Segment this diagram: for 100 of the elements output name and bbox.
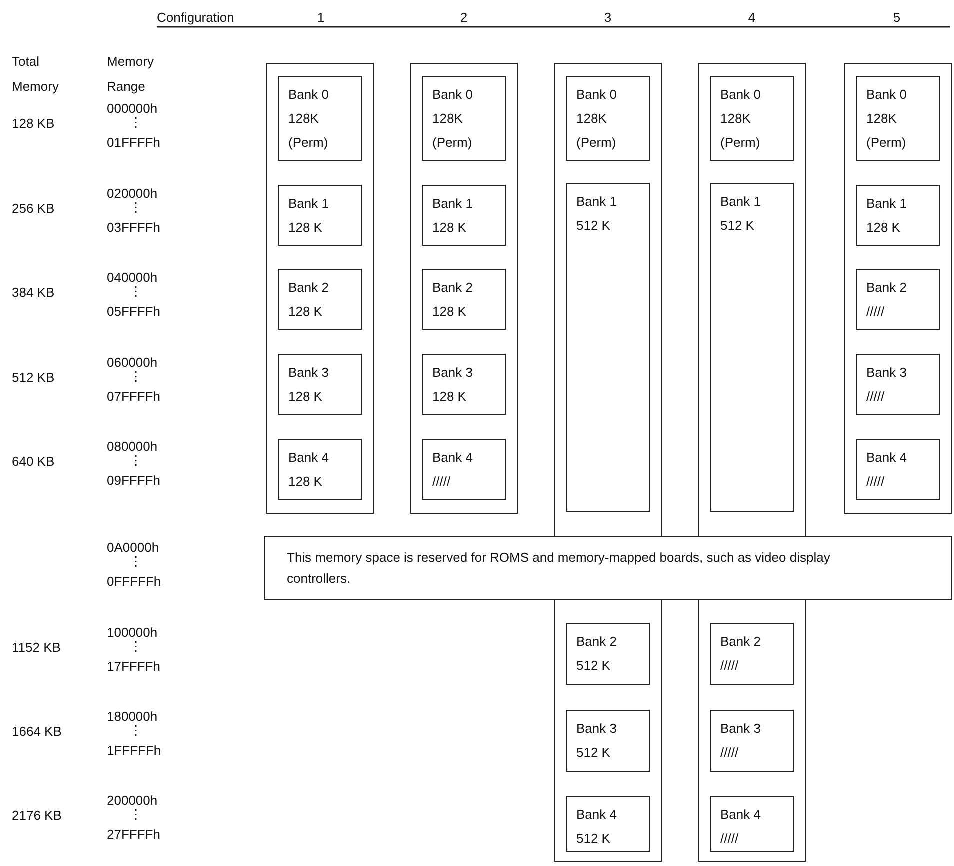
bank-size: ///// — [866, 388, 886, 406]
address-label: 100000h — [107, 624, 159, 641]
bank-size: 512 K — [576, 216, 612, 234]
bank-name: Bank 1 — [576, 192, 618, 210]
bank-size: ///// — [720, 744, 740, 762]
bank-name: Bank 3 — [432, 364, 474, 382]
column-number: 5 — [892, 9, 902, 26]
memory-bank-box — [856, 268, 940, 330]
memory-size: 512 KB — [12, 369, 56, 386]
memory-bank-box — [422, 268, 506, 330]
bank-name: Bank 0 — [720, 86, 762, 104]
memory-bank-box — [710, 76, 794, 160]
bank-size: 128K — [866, 110, 898, 128]
column-number: 3 — [603, 9, 613, 26]
continuation-dots: ⋮ — [128, 553, 144, 570]
address-label: 03FFFFh — [107, 219, 162, 236]
address-label: 000000h — [107, 100, 159, 117]
memory-bank-box — [566, 76, 650, 160]
continuation-dots: ⋮ — [128, 368, 144, 385]
address-label: 0A0000h — [107, 539, 160, 556]
continuation-dots: ⋮ — [128, 722, 144, 739]
memory-size: 384 KB — [12, 284, 56, 301]
bank-size: ///// — [720, 830, 740, 848]
bank-name: Bank 2 — [432, 278, 474, 296]
memory-bank-box — [278, 438, 362, 500]
memory-size: 640 KB — [12, 453, 56, 470]
memory-bank-box — [422, 76, 506, 160]
bank-name: Bank 2 — [720, 632, 762, 650]
address-label: 080000h — [107, 438, 159, 455]
note-text: This memory space is reserved for ROMS and memory-mapped boards, such as video display controllers. — [287, 549, 832, 588]
memory-bank-box — [566, 710, 650, 772]
bank-size: 128K — [288, 110, 320, 128]
address-label: 17FFFFh — [107, 658, 162, 675]
bank-name: Bank 1 — [288, 194, 330, 212]
bank-name: Bank 3 — [720, 720, 762, 738]
bank-size: 128 K — [432, 388, 468, 406]
bank-size: 128 K — [432, 218, 468, 236]
column-number: 2 — [459, 9, 469, 26]
bank-name: Bank 3 — [576, 720, 618, 738]
bank-name: Bank 2 — [576, 632, 618, 650]
address-label: 07FFFFh — [107, 388, 162, 405]
memory-bank-box — [710, 182, 794, 512]
memory-bank-box — [422, 438, 506, 500]
memory-size: 128 KB — [12, 115, 56, 132]
bank-size: 128 K — [866, 218, 902, 236]
memory-bank-box — [422, 184, 506, 246]
bank-size: (Perm) — [720, 134, 762, 152]
address-label: 180000h — [107, 708, 159, 725]
configuration-column — [266, 63, 374, 514]
column-number: 4 — [747, 9, 757, 26]
bank-name: Bank 4 — [576, 806, 618, 824]
memory-bank-box — [278, 268, 362, 330]
continuation-dots: ⋮ — [128, 452, 144, 469]
address-label: 0FFFFFh — [107, 573, 162, 590]
memory-bank-box — [710, 796, 794, 852]
bank-name: Bank 0 — [576, 86, 618, 104]
column-heading: Total Memory — [12, 53, 60, 96]
bank-size: 128K — [576, 110, 608, 128]
memory-bank-box — [566, 182, 650, 512]
memory-size: 1152 KB — [12, 639, 62, 656]
memory-bank-box — [710, 710, 794, 772]
column-heading: Memory Range — [107, 53, 155, 96]
bank-size: 128K — [432, 110, 464, 128]
address-label: 060000h — [107, 354, 159, 371]
bank-size: 512 K — [576, 656, 612, 674]
memory-bank-box — [856, 354, 940, 414]
address-label: 05FFFFh — [107, 303, 162, 320]
address-label: 020000h — [107, 185, 159, 202]
memory-size: 2176 KB — [12, 807, 63, 824]
configuration-column — [844, 63, 952, 514]
bank-size: (Perm) — [432, 134, 474, 152]
configuration-column — [554, 63, 662, 862]
bank-name: Bank 3 — [288, 364, 330, 382]
bank-size: 512 K — [576, 744, 612, 762]
bank-name: Bank 1 — [432, 194, 474, 212]
bank-name: Bank 1 — [720, 192, 762, 210]
continuation-dots: ⋮ — [128, 199, 144, 216]
memory-size: 256 KB — [12, 200, 56, 217]
memory-bank-box — [710, 622, 794, 684]
bank-name: Bank 2 — [288, 278, 330, 296]
memory-size: 1664 KB — [12, 723, 63, 740]
memory-bank-box — [422, 354, 506, 414]
memory-bank-box — [856, 184, 940, 246]
continuation-dots: ⋮ — [128, 806, 144, 823]
bank-name: Bank 4 — [432, 448, 474, 466]
bank-size: ///// — [866, 472, 886, 490]
bank-size: ///// — [866, 302, 886, 320]
memory-bank-box — [278, 76, 362, 160]
memory-bank-box — [566, 622, 650, 684]
column-number: 1 — [316, 9, 326, 26]
bank-name: Bank 0 — [866, 86, 908, 104]
bank-name: Bank 4 — [288, 448, 330, 466]
memory-bank-box — [278, 354, 362, 414]
continuation-dots: ⋮ — [128, 283, 144, 300]
header-label: Configuration — [157, 9, 236, 26]
note-box — [264, 536, 952, 600]
bank-size: 128 K — [432, 302, 468, 320]
bank-size: ///// — [720, 656, 740, 674]
memory-bank-box — [856, 438, 940, 500]
bank-name: Bank 0 — [288, 86, 330, 104]
